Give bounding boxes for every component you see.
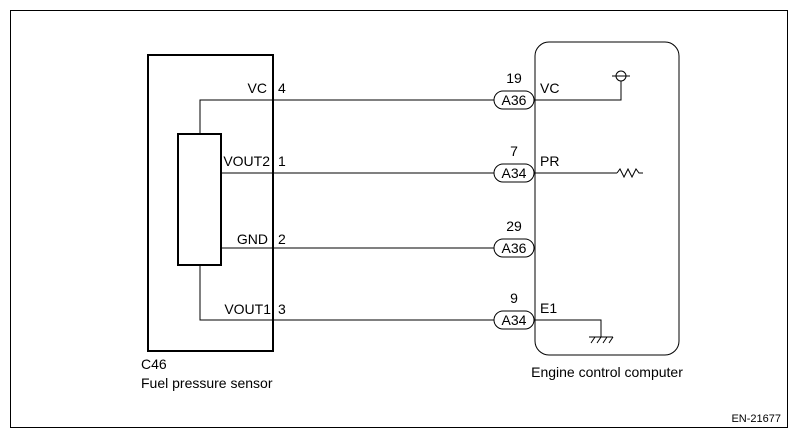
sensor-pin-number: 3 — [278, 301, 286, 317]
connector-pill — [493, 163, 535, 183]
ecu-terminal-label: PR — [540, 153, 559, 169]
sensor-pin-label: VOUT2 — [223, 153, 270, 169]
connector-pill — [493, 90, 535, 110]
ecu-terminal-label: E1 — [540, 300, 557, 316]
ecu-internal-e1 — [535, 319, 602, 337]
sensor-pin-number: 1 — [278, 153, 286, 169]
ecu-name: Engine control computer — [531, 364, 683, 380]
connector-id: A34 — [502, 165, 527, 181]
connector-id: A36 — [502, 92, 527, 108]
sensor-internal-vc — [199, 99, 272, 134]
ground-icon — [589, 336, 614, 344]
connector-id: A36 — [502, 240, 527, 256]
sensor-pin-number: 4 — [278, 80, 286, 96]
sensor-box — [147, 54, 274, 352]
ecu-pin-number: 19 — [506, 70, 522, 86]
ecu-pin-number: 29 — [506, 218, 522, 234]
ecu-terminal-label: VC — [540, 80, 559, 96]
ecu-box — [534, 41, 680, 356]
connector-pill — [493, 238, 535, 258]
sensor-code: C46 — [141, 356, 167, 372]
connector-id: A34 — [502, 312, 527, 328]
ecu-pin-number: 9 — [510, 290, 518, 306]
sensor-pin-label: VC — [248, 80, 267, 96]
resistor-icon — [616, 167, 643, 179]
sensor-name: Fuel pressure sensor — [141, 375, 273, 391]
sensor-pin-number: 2 — [278, 231, 286, 247]
sensor-pin-label: GND — [237, 231, 268, 247]
connector-pill — [493, 310, 535, 330]
sensor-internal-vout1 — [199, 265, 272, 321]
figure-id: EN-21677 — [731, 413, 781, 425]
diagram-frame — [10, 10, 788, 428]
ecu-pin-number: 7 — [510, 143, 518, 159]
ecu-internal-vc — [535, 81, 622, 101]
sensing-element — [177, 133, 222, 266]
sensor-pin-label: VOUT1 — [224, 301, 271, 317]
